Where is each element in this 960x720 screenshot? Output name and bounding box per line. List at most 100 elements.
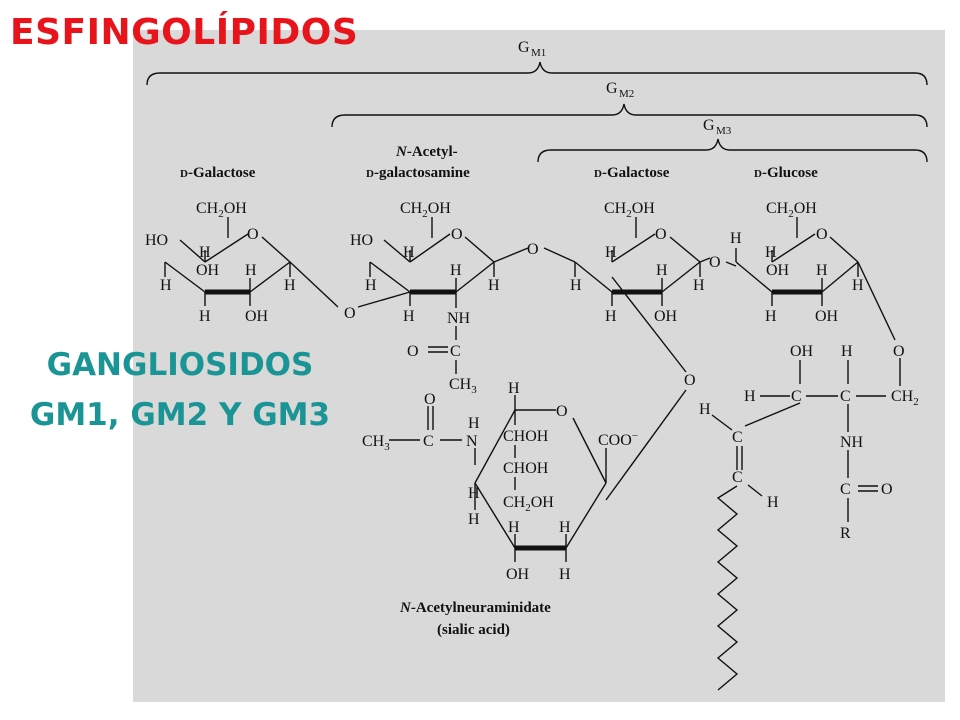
label-galnac-line2: D-galactosamine bbox=[366, 165, 470, 181]
svg-text:R: R bbox=[840, 525, 851, 542]
svg-text:C: C bbox=[840, 481, 851, 498]
svg-text:H: H bbox=[605, 308, 617, 325]
bracket-gm1 bbox=[146, 61, 928, 86]
svg-text:H: H bbox=[605, 244, 617, 261]
svg-text:H: H bbox=[365, 277, 377, 294]
svg-text:O: O bbox=[893, 343, 905, 360]
label-glucose: D-Glucose bbox=[754, 165, 818, 181]
gm2-letter: G bbox=[606, 80, 618, 97]
g1-ch2oh: CH2OH bbox=[196, 200, 247, 220]
svg-text:OH: OH bbox=[790, 343, 814, 360]
svg-text:H: H bbox=[852, 277, 864, 294]
label-galactose-2: D-Galactose bbox=[594, 165, 670, 181]
svg-text:C: C bbox=[732, 429, 743, 446]
svg-text:C: C bbox=[840, 388, 851, 405]
svg-text:OH: OH bbox=[506, 566, 530, 583]
svg-text:H: H bbox=[468, 415, 480, 432]
svg-text:H: H bbox=[160, 277, 172, 294]
subtitle-line-1: GANGLIOSIDOS bbox=[46, 347, 314, 383]
svg-text:CH2OH: CH2OH bbox=[400, 200, 451, 220]
svg-text:H: H bbox=[450, 262, 462, 279]
svg-text:COO−: COO− bbox=[598, 430, 638, 449]
o-link-1: O bbox=[344, 305, 356, 322]
svg-text:H: H bbox=[744, 388, 756, 405]
o-link-3: O bbox=[709, 254, 721, 271]
svg-text:O: O bbox=[424, 391, 436, 408]
svg-text:C: C bbox=[423, 433, 434, 450]
svg-text:H: H bbox=[468, 511, 480, 528]
svg-text:H: H bbox=[765, 308, 777, 325]
bracket-gm3 bbox=[537, 138, 928, 163]
svg-text:NH: NH bbox=[840, 434, 864, 451]
svg-text:H: H bbox=[403, 244, 415, 261]
svg-text:H: H bbox=[559, 566, 571, 583]
brackets bbox=[146, 61, 928, 163]
o-link-2: O bbox=[527, 241, 539, 258]
svg-text:H: H bbox=[199, 308, 211, 325]
svg-text:HO: HO bbox=[350, 232, 373, 249]
svg-text:H: H bbox=[468, 485, 480, 502]
fatty-chain bbox=[716, 485, 739, 691]
svg-text:H: H bbox=[570, 277, 582, 294]
ring-sialic-acid: H O CHOH CHOH CH2OH COO− H N O C CH3 H H… bbox=[362, 380, 687, 583]
svg-text:H: H bbox=[403, 308, 415, 325]
ceramide: O OH H H C C CH2 H C NH C H C O R bbox=[699, 343, 919, 691]
svg-text:CH3: CH3 bbox=[362, 433, 390, 453]
ring-galactose-1: CH2OH HO O H OH H H H H OH O bbox=[145, 200, 356, 325]
svg-text:O: O bbox=[556, 403, 568, 420]
svg-text:C: C bbox=[791, 388, 802, 405]
svg-text:CH2: CH2 bbox=[891, 388, 919, 408]
page-title: ESFINGOLÍPIDOS bbox=[10, 12, 359, 53]
svg-text:O: O bbox=[451, 226, 463, 243]
label-galnac-line1: N-Acetyl- bbox=[395, 144, 458, 160]
svg-text:O: O bbox=[655, 226, 667, 243]
bracket-labels: G M1 G M2 G M3 bbox=[518, 39, 732, 137]
svg-text:H: H bbox=[699, 401, 711, 418]
svg-text:H: H bbox=[508, 519, 520, 536]
gm3-label: M3 bbox=[716, 125, 732, 137]
svg-text:N: N bbox=[466, 433, 478, 450]
svg-text:HO: HO bbox=[145, 232, 168, 249]
o-link-sialic: O bbox=[684, 372, 696, 389]
svg-text:H: H bbox=[559, 519, 571, 536]
svg-text:O: O bbox=[247, 226, 259, 243]
svg-text:H: H bbox=[245, 262, 257, 279]
svg-text:H: H bbox=[765, 244, 777, 261]
ring-galactose-2: CH2OH O H H H H H OH O O bbox=[543, 200, 721, 389]
svg-text:CH2OH: CH2OH bbox=[503, 494, 554, 514]
svg-text:NH: NH bbox=[447, 310, 471, 327]
gm1-letter: G bbox=[518, 39, 530, 56]
diagram-panel bbox=[133, 30, 945, 702]
sugar-labels: D-Galactose N-Acetyl- D-galactosamine D-… bbox=[180, 144, 818, 638]
svg-text:CH2OH: CH2OH bbox=[766, 200, 817, 220]
svg-text:OH: OH bbox=[245, 308, 269, 325]
gm1-label: M1 bbox=[531, 47, 546, 59]
svg-text:H: H bbox=[816, 262, 828, 279]
svg-text:C: C bbox=[450, 343, 461, 360]
ring-glucose: CH2OH O H H OH H H H OH bbox=[725, 200, 896, 341]
svg-text:H: H bbox=[767, 494, 779, 511]
svg-text:H: H bbox=[841, 343, 853, 360]
svg-text:O: O bbox=[407, 343, 419, 360]
svg-text:OH: OH bbox=[654, 308, 678, 325]
svg-text:H: H bbox=[656, 262, 668, 279]
svg-text:CH3: CH3 bbox=[449, 376, 477, 396]
svg-text:CHOH: CHOH bbox=[503, 460, 549, 477]
svg-text:H: H bbox=[693, 277, 705, 294]
bracket-gm2 bbox=[331, 103, 928, 128]
ring-galnac: CH2OH HO O H H H H H NH O C CH3 O bbox=[350, 200, 539, 396]
gm2-label: M2 bbox=[619, 88, 634, 100]
svg-text:OH: OH bbox=[196, 262, 220, 279]
svg-text:OH: OH bbox=[766, 262, 790, 279]
svg-text:O: O bbox=[816, 226, 828, 243]
gm3-letter: G bbox=[703, 117, 715, 134]
svg-text:H: H bbox=[730, 230, 742, 247]
svg-text:H: H bbox=[284, 277, 296, 294]
svg-text:H: H bbox=[508, 380, 520, 397]
svg-text:H: H bbox=[488, 277, 500, 294]
svg-text:CH2OH: CH2OH bbox=[604, 200, 655, 220]
svg-text:H: H bbox=[199, 244, 211, 261]
svg-text:CHOH: CHOH bbox=[503, 428, 549, 445]
svg-text:OH: OH bbox=[815, 308, 839, 325]
